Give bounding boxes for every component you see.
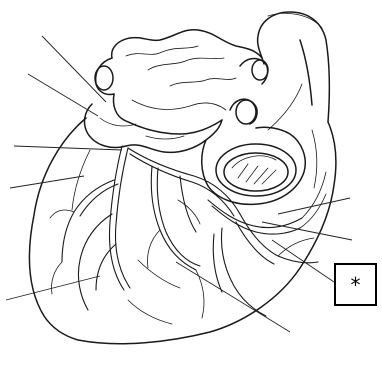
leader-line-7 — [272, 240, 334, 282]
leader-line-9 — [6, 276, 100, 300]
atrium-opening — [202, 127, 306, 204]
leader-line-2 — [28, 74, 98, 116]
leader-line-5 — [278, 198, 350, 214]
leader-line-8 — [176, 262, 290, 332]
great-vessels — [95, 30, 268, 134]
asterisk-marker: * — [351, 275, 361, 295]
leader-line-1 — [42, 36, 106, 102]
leader-line-6 — [262, 222, 352, 240]
auricle — [85, 104, 222, 152]
leader-line-4 — [10, 176, 84, 188]
asterisk-marker-box: * — [334, 263, 377, 306]
